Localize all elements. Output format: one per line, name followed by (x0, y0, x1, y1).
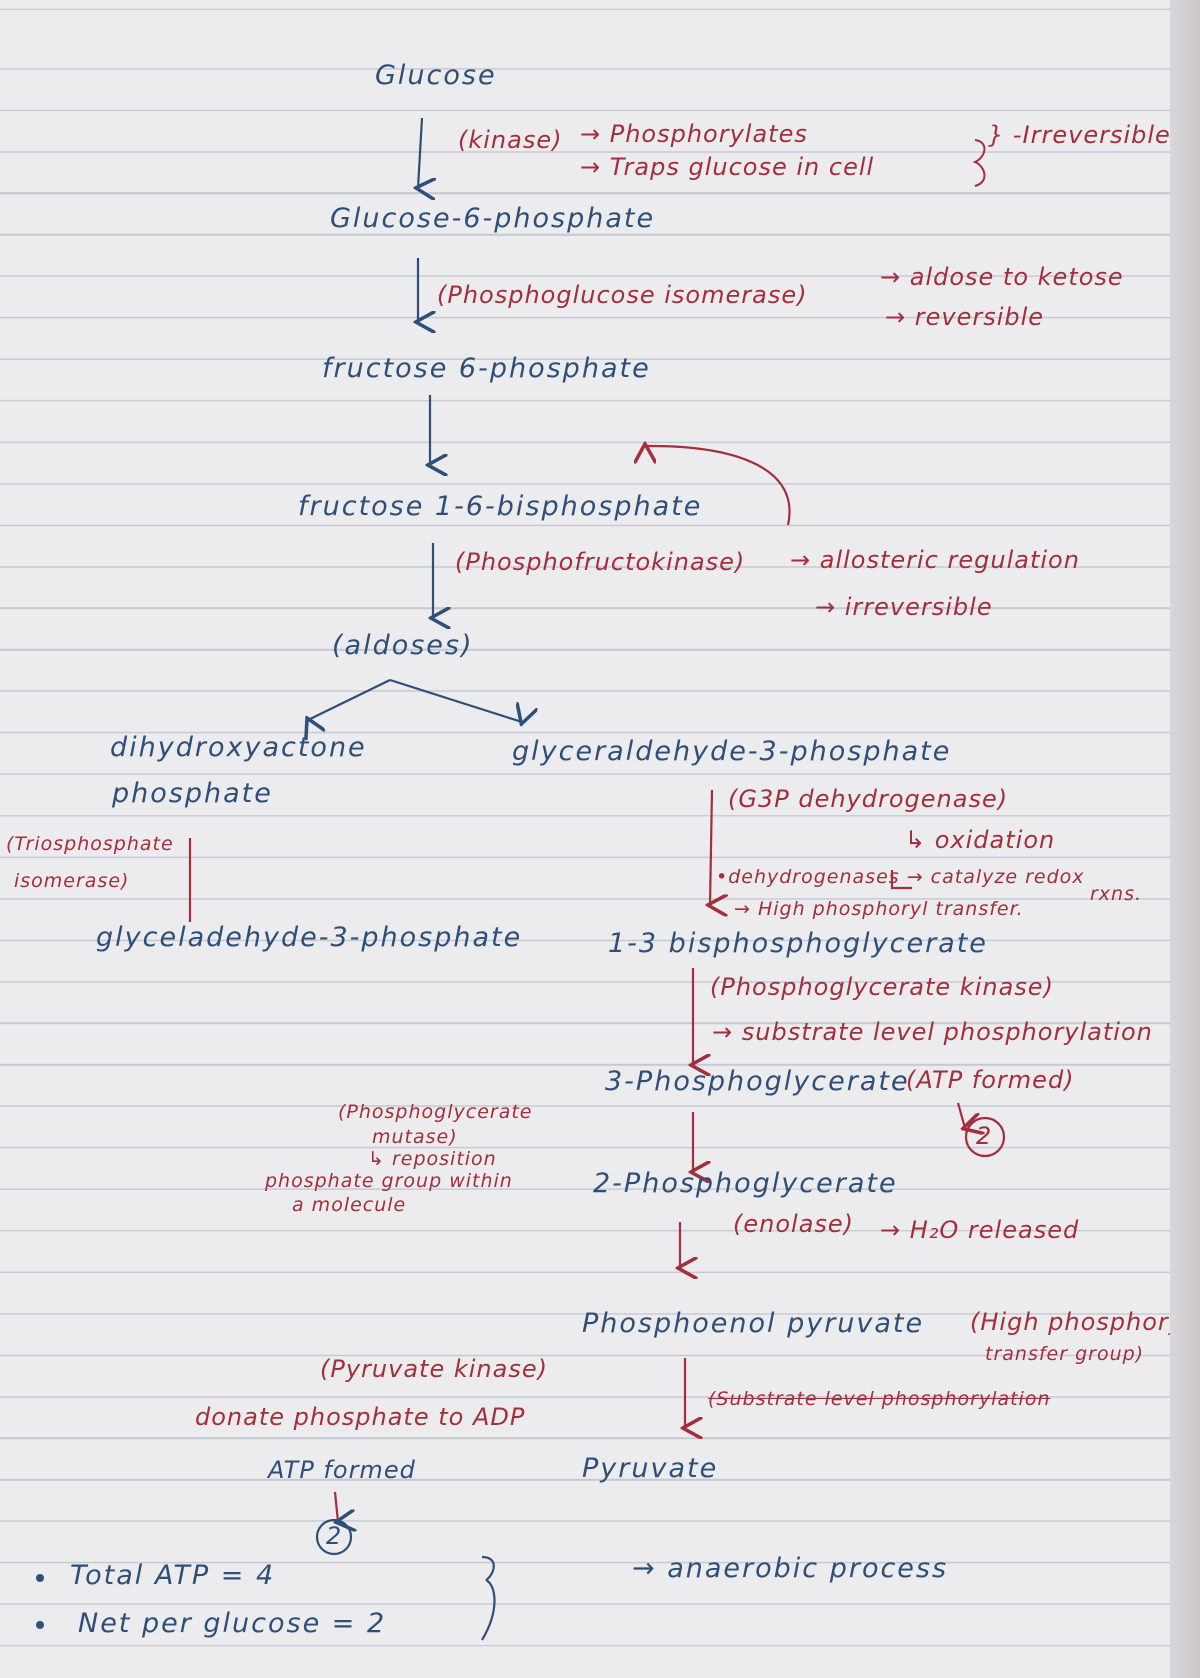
feedback-curve-arrow (645, 446, 791, 526)
note-triosephosphate-line2: isomerase) (14, 870, 130, 892)
summary-anaerobic-process: → anaerobic process (632, 1553, 949, 1584)
step-dhap-line1: dihydroxyactone (110, 732, 367, 763)
step-3-phosphoglycerate: 3-Phosphoglycerate (605, 1066, 910, 1097)
irreversible-brace (972, 139, 986, 187)
note-dehydrogenases: •dehydrogenases → catalyze redox (716, 866, 1085, 888)
step-fructose-6-phosphate: fructose 6-phosphate (322, 353, 651, 384)
step-phosphoenol-pyruvate: Phosphoenol pyruvate (582, 1308, 925, 1339)
note-a-molecule: a molecule (292, 1194, 407, 1216)
step-g3p-left: glyceladehyde-3-phosphate (96, 922, 523, 953)
note-aldose-to-ketose: → aldose to ketose (880, 263, 1124, 291)
note-phosphoglycerate-mutase-line1: (Phosphoglycerate (338, 1101, 533, 1123)
note-phosphate-group: phosphate group within (265, 1170, 513, 1192)
step-dhap-line2: phosphate (112, 778, 273, 809)
note-reversible: → reversible (885, 303, 1045, 331)
note-atp-count-right: 2 (976, 1122, 993, 1150)
note-kinase: (kinase) (458, 126, 563, 154)
step-glucose-6-phosphate: Glucose-6-phosphate (330, 203, 656, 234)
step-2-phosphoglycerate: 2-Phosphoglycerate (593, 1168, 898, 1199)
arrow-atp-formed-2 (956, 1102, 965, 1128)
note-phosphofructokinase: (Phosphofructokinase) (455, 548, 746, 576)
note-high-phosphoryl-line2: transfer group) (985, 1343, 1145, 1365)
note-reposition: ↳ reposition (368, 1148, 497, 1170)
note-phosphoglycerate-mutase-line2: mutase) (372, 1126, 458, 1148)
note-allosteric-regulation: → allosteric regulation (790, 546, 1080, 574)
summary-net-per-glucose: Net per glucose = 2 (78, 1608, 387, 1639)
arrow-aldolase-right (389, 678, 522, 722)
note-atp-formed: (ATP formed) (906, 1066, 1075, 1094)
note-substrate-level: → substrate level phosphorylation (712, 1018, 1153, 1046)
note-traps-glucose: → Traps glucose in cell (580, 153, 875, 181)
note-triosephosphate-line1: (Triosphosphate (6, 833, 174, 855)
note-high-phosphoryl-line1: (High phosphoryl (970, 1308, 1192, 1336)
bullet-net (36, 1621, 44, 1629)
note-phosphoglucose-isomerase: (Phosphoglucose isomerase) (437, 281, 808, 309)
arrow-glucose-down (418, 117, 422, 188)
step-g3p-right: glyceraldehyde-3-phosphate (512, 736, 952, 767)
note-h2o-released: → H₂O released (880, 1216, 1080, 1244)
note-pfk-irreversible: → irreversible (815, 593, 993, 621)
step-pyruvate: Pyruvate (582, 1453, 719, 1484)
note-rxns: rxns. (1090, 883, 1143, 905)
g3pdh-hook (890, 870, 912, 890)
atp-count-circle-left (315, 1518, 353, 1556)
note-substrate-level-struck: (Substrate level phosphorylation (708, 1388, 1051, 1410)
arrow-g3p-down (710, 789, 712, 905)
summary-atp-count: 2 (326, 1522, 343, 1550)
note-phosphorylates: → Phosphorylates (580, 120, 808, 148)
summary-atp-formed: ATP formed (268, 1456, 416, 1484)
summary-brace-top (481, 1555, 495, 1581)
note-pyruvate-kinase: (Pyruvate kinase) (320, 1355, 548, 1383)
bullet-total (36, 1574, 44, 1582)
step-fructose-1-6-bisphosphate: fructose 1-6-bisphosphate (298, 491, 703, 522)
note-enolase: (enolase) (733, 1210, 855, 1238)
summary-brace-bottom (481, 1579, 496, 1641)
step-glucose: Glucose (375, 60, 497, 91)
note-donate-phosphate: donate phosphate to ADP (195, 1403, 526, 1431)
atp-count-circle-right (964, 1116, 1006, 1158)
note-high-phosphoryl-transfer: → High phosphoryl transfer. (734, 898, 1024, 920)
note-phosphoglycerate-kinase: (Phosphoglycerate kinase) (710, 973, 1054, 1001)
step-aldolase: (aldoses) (332, 630, 474, 661)
step-1-3-bisphosphoglycerate: 1-3 bisphosphoglycerate (608, 928, 988, 959)
note-oxidation: ↳ oxidation (905, 826, 1056, 854)
arrow-atp-formed-left (335, 1491, 338, 1522)
arrow-aldolase-left (308, 679, 391, 720)
note-g3p-dehydrogenase: (G3P dehydrogenase) (728, 785, 1009, 813)
summary-total-atp: Total ATP = 4 (70, 1560, 276, 1591)
note-irreversible: } -Irreversible (988, 121, 1171, 149)
